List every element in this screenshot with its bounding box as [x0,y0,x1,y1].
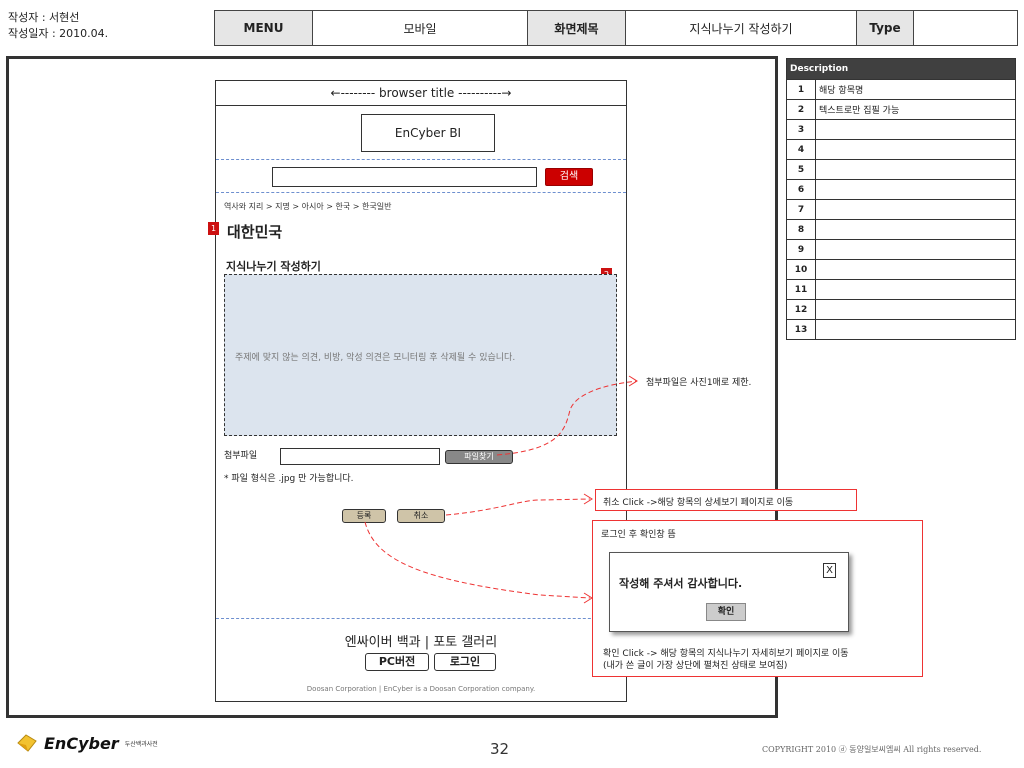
description-row: 9 [786,239,1016,260]
screen-title-value: 지식나누기 작성하기 [626,11,857,45]
login-note: 로그인 후 확인창 뜸 [601,530,676,540]
divider [216,159,626,160]
footer-links[interactable]: 엔싸이버 백과 | 포토 갤러리 [344,635,498,650]
file-format-note: * 파일 형식은 .jpg 만 가능합니다. [224,474,354,484]
date-text: 작성일자 : 2010.04. [8,27,109,40]
confirm-note-1: 확인 Click -> 해당 항목의 지식나누기 자세히보기 페이지로 이동 [603,649,849,659]
description-title: Description [786,58,1016,80]
submit-connector [364,521,591,599]
textarea-placeholder: 주제에 맞지 않는 의견, 비방, 악성 의견은 모니터링 후 삭제될 수 있습… [235,353,516,363]
cancel-annotation: 취소 Click ->해당 항목의 상세보기 페이지로 이동 [595,489,857,511]
document-copyright: COPYRIGHT 2010 ⓓ 동양일보씨엠씨 All rights rese… [762,745,982,754]
confirm-note-2: (내가 쓴 글이 가장 상단에 펼쳐진 상태로 보여짐) [603,661,788,671]
arrow-head [583,493,593,505]
menu-label: MENU [215,11,313,45]
page-number: 32 [490,740,510,758]
breadcrumb[interactable]: 역사와 지리 > 지명 > 아시아 > 한국 > 한국일반 [224,202,392,211]
cancel-button[interactable]: 취소 [397,509,445,523]
description-row-text [815,319,1016,340]
divider [216,192,626,193]
content-textarea[interactable]: 주제에 맞지 않는 의견, 비방, 악성 의견은 모니터링 후 삭제될 수 있습… [224,274,617,436]
site-copyright: Doosan Corporation | EnCyber is a Doosan… [306,685,536,693]
marker-1: 1 [208,222,219,235]
logo-subtitle: 두산백과사전 [124,740,158,748]
arrow-head [628,375,638,387]
close-icon[interactable]: X [823,563,836,578]
file-browse-button[interactable]: 파일찾기 [445,450,513,464]
author-text: 작성자 : 서현선 [8,11,80,24]
browser-title: ←-------- browser title ----------→ [216,81,626,106]
encyber-logo: EnCyber 두산백과사전 [14,733,158,753]
attach-connector [496,380,638,456]
attachment-input[interactable] [280,448,440,465]
description-row: 13 [786,319,1016,340]
pc-version-button[interactable]: PC버전 [365,653,429,671]
divider [216,618,626,619]
cancel-annotation-text: 취소 Click ->해당 항목의 상세보기 페이지로 이동 [603,498,794,508]
search-button[interactable]: 검색 [545,168,593,186]
section-title: 지식나누기 작성하기 [226,260,321,273]
screen-frame [6,56,778,718]
description-row: 10 [786,259,1016,280]
description-row: 7 [786,199,1016,220]
description-row: 4 [786,139,1016,160]
cancel-connector [445,498,591,516]
dialog-message: 작성해 주셔서 감사합니다. [619,577,743,590]
attachment-label: 첨부파일 [224,451,258,461]
search-input[interactable] [272,167,537,187]
brand-logo[interactable]: EnCyber BI [361,114,495,152]
confirm-annotation: 로그인 후 확인창 뜸 X 작성해 주셔서 감사합니다. 확인 확인 Click… [592,520,923,677]
logo-text: EnCyber [44,733,119,753]
diamond-logo-icon [17,734,37,752]
document-meta: 작성자 : 서현선 작성일자 : 2010.04. [8,10,108,42]
description-row: 8 [786,219,1016,240]
login-button[interactable]: 로그인 [434,653,496,671]
submit-button[interactable]: 등록 [342,509,386,523]
type-label: Type [857,11,914,45]
menu-value: 모바일 [313,11,528,45]
confirm-dialog: X 작성해 주셔서 감사합니다. 확인 [609,552,849,632]
mobile-screen: ←-------- browser title ----------→ EnCy… [208,80,627,702]
dialog-ok-button[interactable]: 확인 [706,603,746,621]
screen-title-label: 화면제목 [528,11,626,45]
attach-annotation: 첨부파일은 사진1매로 제한. [646,378,752,388]
spec-header: MENU 모바일 화면제목 지식나누기 작성하기 Type [214,10,1018,46]
page-title: 대한민국 [227,223,283,241]
